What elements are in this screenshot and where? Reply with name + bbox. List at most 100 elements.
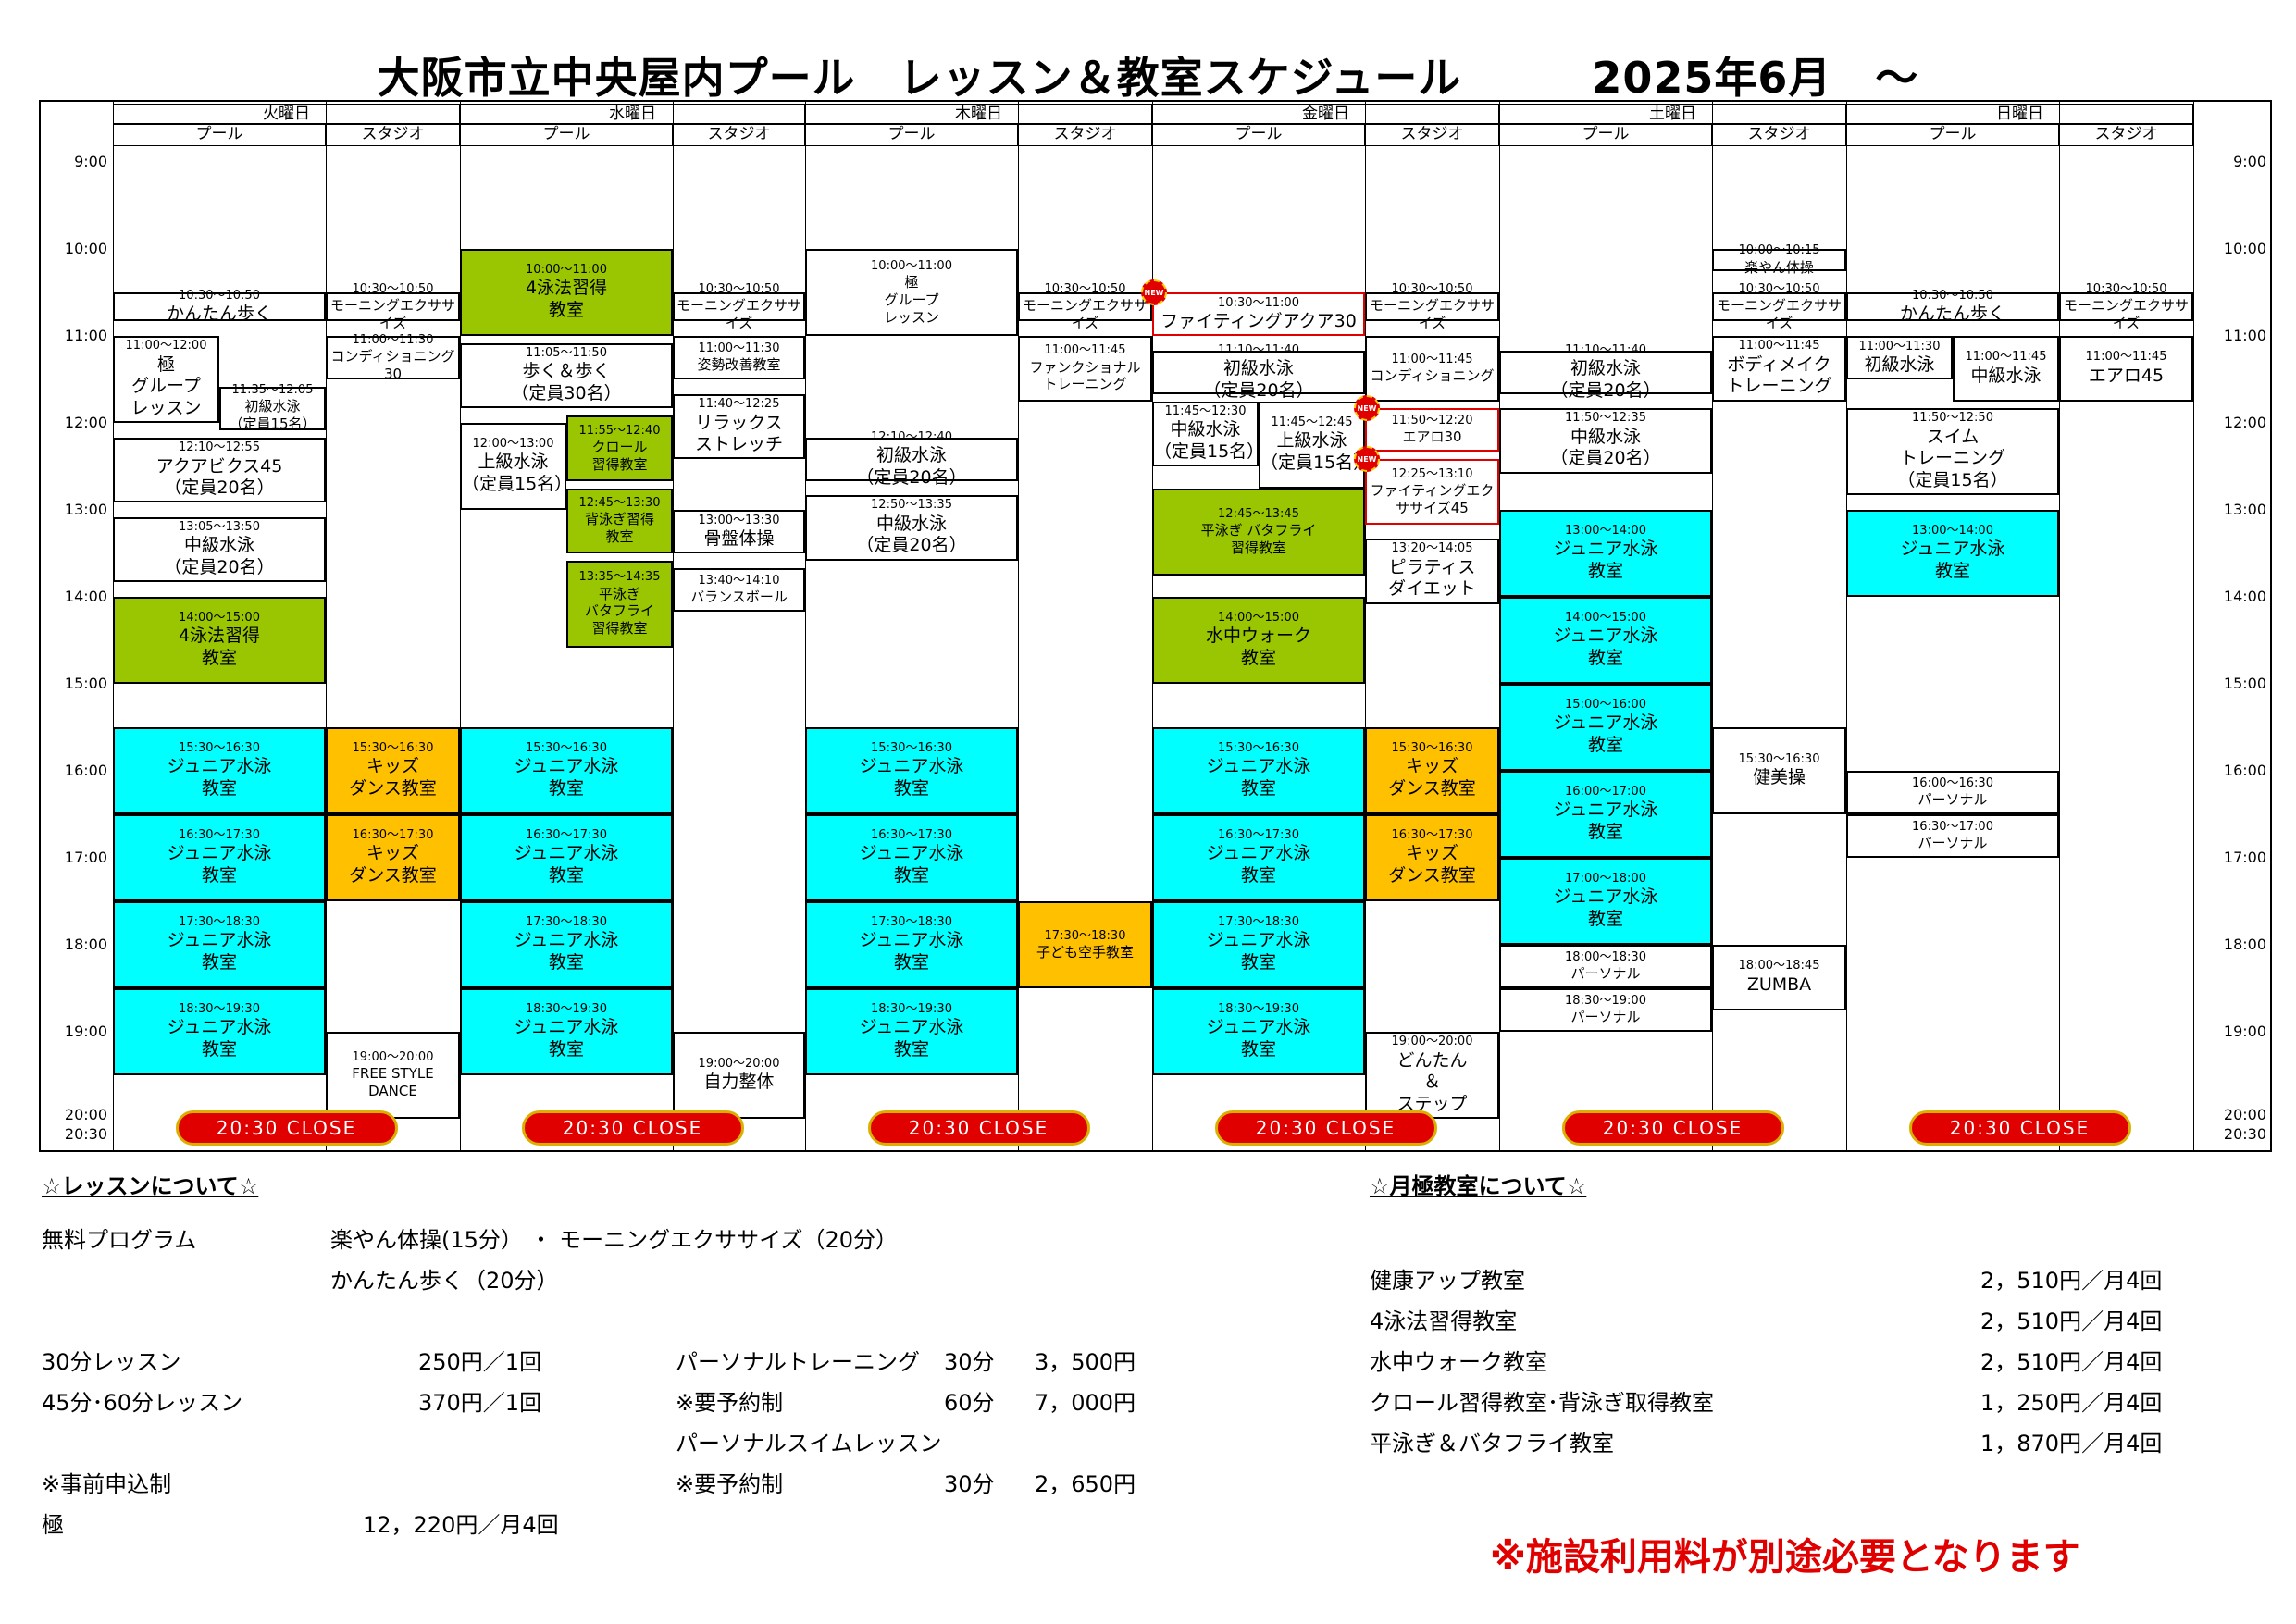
event-name: コンディショニング — [1370, 367, 1495, 384]
event-name: ジュニア水泳 教室 — [1206, 930, 1311, 973]
time-label-right: 18:00 — [2223, 936, 2266, 953]
day-header: 金曜日 — [1152, 104, 1499, 124]
free-program-line2: かんたん歩く（20分） — [330, 1268, 559, 1294]
event-name: ジュニア水泳 教室 — [167, 1017, 272, 1060]
event-time: 15:30〜16:30 — [1391, 741, 1473, 756]
event-time: 11:00〜11:30 — [1858, 339, 1941, 353]
reserve-note-1: ※要予約制 — [676, 1390, 784, 1416]
event-time: 17:30〜18:30 — [179, 915, 260, 930]
event-name: どんたん ＆ ステップ — [1396, 1049, 1468, 1115]
event-name: 上級水泳 （定員15名） — [1260, 429, 1371, 473]
event-time: 13:05〜13:50 — [179, 519, 260, 534]
time-label-right: 20:00 — [2223, 1106, 2266, 1123]
event-time: 12:50〜13:35 — [871, 498, 952, 513]
time-label-right: 14:00 — [2223, 588, 2266, 605]
event-name: 中級水泳 （定員20名） — [164, 535, 275, 577]
close-time-badge: 20:30 CLOSE — [867, 1110, 1090, 1146]
close-time-badge: 20:30 CLOSE — [1214, 1110, 1437, 1146]
time-label-left: 18:00 — [64, 936, 107, 953]
event-time: 13:35〜14:35 — [578, 570, 661, 585]
event-time: 13:00〜13:30 — [698, 513, 780, 527]
event-name: 初級水泳 （定員20名） — [856, 444, 967, 488]
monthly-item-name: 健康アップ教室 — [1370, 1268, 1525, 1294]
event-time: 10:30〜10:50 — [1912, 288, 1993, 303]
event-time: 10:00〜11:00 — [526, 263, 607, 278]
event-time: 11:00〜12:00 — [125, 339, 207, 353]
close-time-badge: 20:30 CLOSE — [521, 1110, 744, 1146]
event-name: ジュニア水泳 教室 — [514, 930, 619, 973]
sub-header-studio: スタジオ — [673, 124, 805, 146]
event-name: モーニングエクササイズ — [1369, 296, 1495, 331]
event-name: ジュニア水泳 教室 — [1553, 800, 1658, 843]
event-name: パーソナル — [1570, 965, 1641, 983]
event-time: 16:30〜17:30 — [871, 828, 952, 843]
lesson-info-heading: ☆レッスンについて☆ — [42, 1173, 259, 1199]
event-time: 11:50〜12:50 — [1912, 411, 1993, 426]
column-line — [805, 100, 806, 1152]
personal-training-60-price: 7，000円 — [1035, 1390, 1136, 1416]
monthly-item-name: クロール習得教室･背泳ぎ取得教室 — [1370, 1390, 1714, 1416]
event-name: 初級水泳 （定員15名） — [229, 398, 316, 433]
event-name: 上級水泳 （定員15名） — [462, 452, 573, 495]
event-time: 16:30〜17:30 — [352, 828, 434, 843]
event-name: かんたん歩く — [1899, 303, 2005, 324]
time-label-left: 12:00 — [64, 414, 107, 431]
event-name: 4泳法習得 教室 — [178, 626, 261, 669]
event-name: ジュニア水泳 教室 — [1553, 886, 1658, 930]
reserve-note-2: ※要予約制 — [676, 1471, 784, 1497]
event-time: 17:30〜18:30 — [1218, 915, 1299, 930]
event-name: ジュニア水泳 教室 — [1206, 843, 1311, 886]
event-name: ジュニア水泳 教室 — [859, 930, 964, 973]
event-time: 10:30〜10:50 — [2085, 281, 2167, 296]
event-time: 15:00〜16:00 — [1565, 698, 1646, 713]
column-line — [2059, 100, 2060, 1152]
event-name: ファイティングアクア30 — [1160, 310, 1357, 331]
day-header: 水曜日 — [460, 104, 805, 124]
free-program-label: 無料プログラム — [42, 1227, 197, 1253]
monthly-item-price: 2，510円／月4回 — [1980, 1308, 2163, 1334]
event-time: 11:10〜11:40 — [1218, 342, 1299, 357]
event-time: 15:30〜16:30 — [1218, 741, 1299, 756]
time-label-right: 17:00 — [2223, 849, 2266, 866]
event-name: 初級水泳 （定員20名） — [1203, 357, 1314, 401]
event-name: 健美操 — [1752, 767, 1806, 788]
event-time: 13:20〜14:05 — [1391, 541, 1473, 556]
event-time: 17:30〜18:30 — [526, 915, 607, 930]
personal-training-60: 60分 — [944, 1390, 995, 1416]
event-name: 中級水泳 （定員15名） — [1154, 419, 1265, 462]
event-name: スイム トレーニング （定員15名） — [1897, 426, 2008, 491]
event-time: 12:45〜13:45 — [1218, 506, 1299, 521]
event-name: ジュニア水泳 教室 — [167, 756, 272, 800]
event-time: 11:55〜12:40 — [578, 423, 661, 438]
event-name: パーソナル — [1570, 1009, 1641, 1026]
event-time: 12:00〜13:00 — [472, 437, 554, 452]
event-name: キッズ ダンス教室 — [1388, 756, 1476, 800]
event-time: 11:00〜11:45 — [2085, 350, 2167, 365]
event-name: 初級水泳 （定員20名） — [1550, 357, 1661, 401]
event-time: 15:30〜16:30 — [1738, 752, 1820, 766]
goku-label: 極 — [42, 1512, 64, 1538]
time-label-left: 14:00 — [64, 588, 107, 605]
